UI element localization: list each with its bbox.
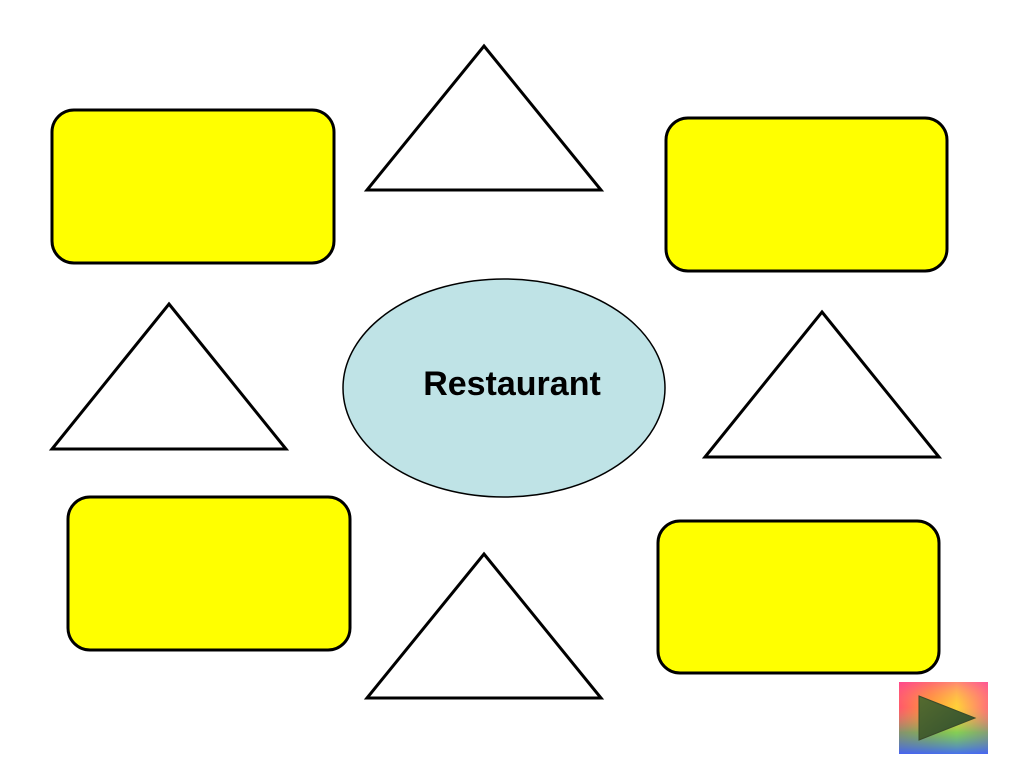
triangle-right[interactable] bbox=[701, 309, 943, 459]
triangle-top[interactable] bbox=[363, 43, 605, 192]
answer-box-top-right[interactable] bbox=[664, 116, 949, 273]
answer-box-bottom-right[interactable] bbox=[656, 519, 941, 675]
answer-box-bottom-left[interactable] bbox=[66, 495, 352, 652]
answer-box-top-left[interactable] bbox=[50, 108, 336, 265]
center-topic-label: Restaurant bbox=[423, 365, 601, 403]
center-topic-ellipse bbox=[342, 278, 666, 498]
triangle-bottom[interactable] bbox=[363, 551, 605, 700]
play-arrow-icon bbox=[918, 695, 977, 741]
triangle-left[interactable] bbox=[48, 301, 290, 451]
next-slide-button[interactable] bbox=[899, 682, 988, 754]
